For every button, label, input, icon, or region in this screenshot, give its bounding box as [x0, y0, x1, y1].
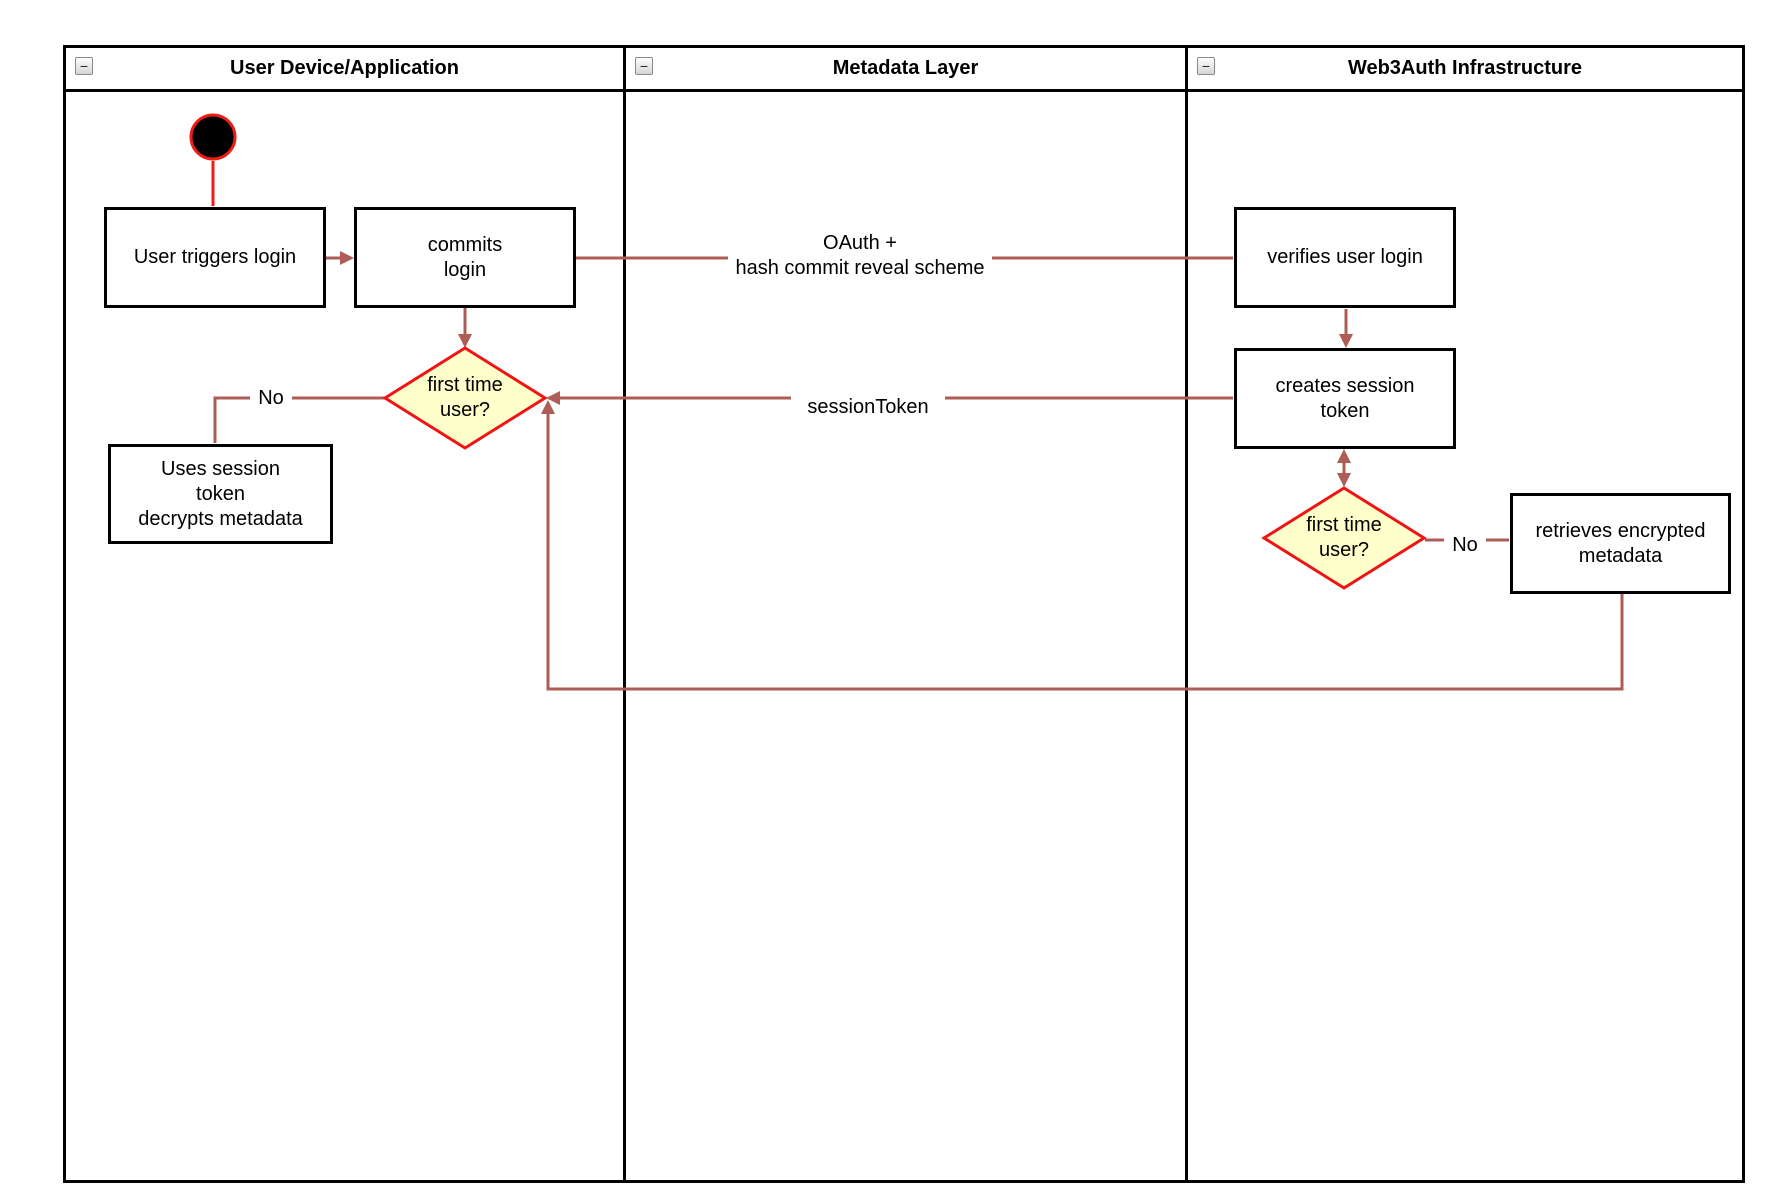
lane-title-metadata-layer: Metadata Layer — [832, 57, 979, 79]
node-retrieves-encrypted-metadata[interactable]: retrieves encrypted metadata — [1510, 493, 1731, 594]
edge-decision1-no-to-uses-session — [213, 396, 386, 443]
decision-first-time-user-1[interactable] — [382, 346, 548, 450]
lane-header-web3auth-infrastructure: − Web3Auth Infrastructure — [1188, 48, 1742, 92]
node-commits-login[interactable]: commits login — [354, 207, 576, 308]
arrowhead-left-icon — [546, 391, 560, 405]
lane-header-metadata-layer: − Metadata Layer — [626, 48, 1185, 92]
lane-metadata-layer: − Metadata Layer — [626, 48, 1188, 1180]
node-user-triggers-login[interactable]: User triggers login — [104, 207, 326, 308]
node-creates-session-token[interactable]: creates session token — [1234, 348, 1456, 449]
decision-first-time-user-2[interactable] — [1261, 486, 1427, 590]
arrowhead-down-icon — [1339, 334, 1353, 348]
decision2-label: first time user? — [1306, 514, 1382, 561]
lane-user-device: − User Device/Application — [66, 48, 626, 1180]
lane-title-user-device: User Device/Application — [230, 57, 459, 79]
arrowhead-down-icon — [458, 334, 472, 348]
arrowhead-right-icon — [340, 251, 354, 265]
edge-label-no-left: No — [250, 386, 292, 411]
lane-web3auth-infrastructure: − Web3Auth Infrastructure — [1188, 48, 1742, 1180]
node-verifies-user-login[interactable]: verifies user login — [1234, 207, 1456, 308]
edge-label-oauth: OAuth + hash commit reveal scheme — [728, 231, 992, 281]
collapse-lane-icon[interactable]: − — [1197, 57, 1215, 75]
edge-label-no-right: No — [1444, 533, 1486, 558]
collapse-lane-icon[interactable]: − — [75, 57, 93, 75]
lane-header-user-device: − User Device/Application — [66, 48, 623, 92]
lane-title-web3auth-infrastructure: Web3Auth Infrastructure — [1347, 57, 1583, 79]
collapse-lane-icon[interactable]: − — [635, 57, 653, 75]
arrowhead-down-icon — [1337, 473, 1351, 487]
edge-retrieves-to-decision1 — [546, 414, 1624, 691]
edge-label-session-token: sessionToken — [791, 395, 945, 420]
decision1-label: first time user? — [427, 374, 503, 421]
arrowhead-up-icon — [541, 400, 555, 414]
start-node[interactable] — [189, 113, 237, 161]
arrowhead-up-icon — [1337, 449, 1351, 463]
node-uses-session-token[interactable]: Uses session token decrypts metadata — [108, 444, 333, 544]
